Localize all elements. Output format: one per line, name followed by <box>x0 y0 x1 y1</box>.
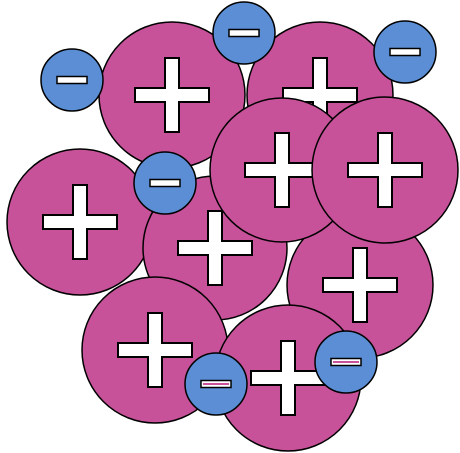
negative-particle <box>134 152 196 214</box>
negative-particle <box>374 21 436 83</box>
positive-particle <box>312 97 458 243</box>
minus-inner-stripe <box>203 383 229 385</box>
positive-particle <box>7 149 153 295</box>
negative-particle <box>315 331 377 393</box>
negative-particle <box>185 353 247 415</box>
minus-sign-icon <box>150 180 180 187</box>
minus-sign-icon <box>229 30 259 37</box>
negative-particle <box>213 2 275 64</box>
minus-sign-icon <box>57 77 87 84</box>
minus-inner-stripe <box>333 361 359 363</box>
negative-particle <box>41 49 103 111</box>
minus-sign-icon <box>390 49 420 56</box>
